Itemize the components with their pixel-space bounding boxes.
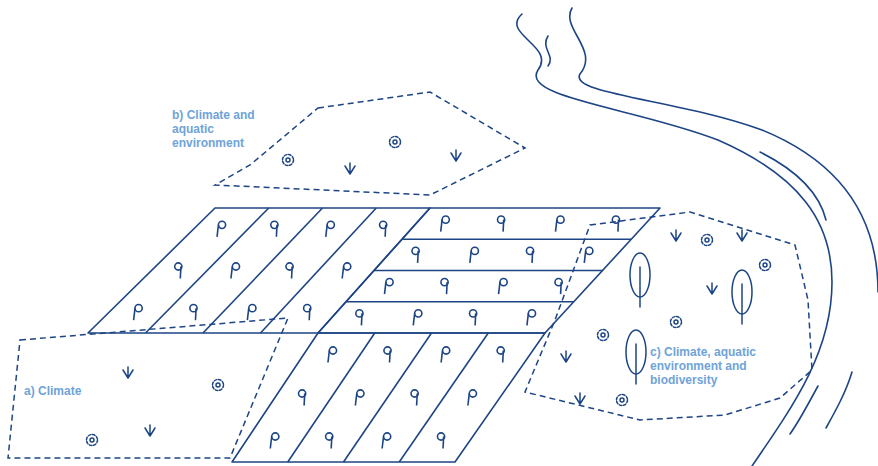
region-border [525, 212, 812, 420]
crop-sprout [612, 216, 619, 232]
grass-symbol [707, 283, 717, 294]
crop-sprout [190, 305, 197, 321]
field-strip [344, 333, 432, 462]
crop-sprout [413, 310, 422, 326]
river-ripple [826, 372, 852, 428]
dashed-region: b) Climate and aquatic environment [168, 86, 530, 200]
region-border [8, 318, 288, 458]
crop-sprout [527, 310, 536, 326]
crop-sprout [441, 347, 450, 363]
crop-sprout [584, 247, 593, 263]
field-strip [399, 333, 488, 462]
crop-sprout [498, 216, 505, 232]
crop-sprout [385, 279, 394, 295]
grass-symbol [671, 230, 681, 241]
field-strip [261, 208, 377, 333]
field-strip [346, 301, 574, 303]
crop-sprout [175, 263, 182, 279]
river-ripple [546, 36, 551, 66]
crop-sprout [441, 279, 448, 295]
crop-sprout [555, 279, 562, 295]
flower-symbol [617, 395, 628, 406]
crop-sprout [437, 433, 444, 449]
crop-sprout [468, 390, 477, 406]
crop-sprout [411, 390, 418, 406]
crop-sprout [526, 247, 533, 263]
crop-sprout [134, 305, 143, 321]
grass-symbol [145, 425, 155, 436]
field-strip [402, 238, 631, 240]
flower-symbol [760, 260, 771, 271]
crop-sprout [355, 390, 364, 406]
crop-sprout [286, 263, 293, 279]
region-label: b) Climate and aquatic environment [172, 108, 282, 150]
field-strip [374, 270, 603, 272]
grass-symbol [123, 367, 133, 378]
crop-sprout [556, 216, 565, 232]
flower-symbol [671, 317, 682, 328]
crop-sprout [270, 433, 279, 449]
flower-symbol [702, 235, 713, 246]
crop-sprout [356, 310, 363, 326]
tree-symbol [630, 253, 650, 307]
grass-symbol [561, 351, 571, 362]
field-strip [203, 208, 323, 333]
field-strip [146, 208, 269, 333]
region-outline [518, 205, 818, 427]
region-border [215, 92, 525, 195]
grass-symbol [575, 393, 585, 404]
crop-sprout [470, 247, 479, 263]
crop-sprout [247, 305, 256, 321]
flower-symbol [390, 137, 401, 148]
tree-symbol [626, 330, 646, 384]
crop-sprout [326, 433, 333, 449]
tree-symbol [732, 270, 752, 324]
field-block [318, 208, 660, 333]
flower-symbol [283, 155, 294, 166]
crop-sprout [304, 305, 311, 321]
crop-sprout [441, 216, 450, 232]
grass-symbol [737, 230, 747, 241]
crop-sprout [299, 390, 306, 406]
crop-sprout [380, 221, 387, 237]
crop-sprout [384, 347, 391, 363]
dashed-region: a) Climate [4, 312, 294, 464]
crop-sprout [217, 221, 226, 237]
crop-sprout [271, 221, 278, 237]
flower-symbol [213, 380, 224, 391]
field-strip [288, 333, 375, 462]
crop-sprout [499, 279, 508, 295]
field-block [232, 333, 545, 462]
river-bank [570, 8, 878, 292]
river-ripple [760, 152, 826, 220]
crop-sprout [342, 263, 351, 279]
dashed-region: c) Climate, aquatic environment and biod… [518, 205, 818, 427]
flower-symbol [598, 330, 609, 341]
region-label: c) Climate, aquatic environment and biod… [650, 345, 792, 387]
crop-sprout [231, 263, 240, 279]
river-ripple [790, 386, 818, 434]
region-label: a) Climate [24, 384, 114, 398]
grass-symbol [345, 163, 355, 174]
crop-sprout [497, 347, 504, 363]
crop-sprout [470, 310, 477, 326]
flower-symbol [87, 435, 98, 446]
crop-sprout [326, 221, 335, 237]
grass-symbol [451, 150, 461, 161]
crop-sprout [412, 247, 419, 263]
crop-sprout [328, 347, 337, 363]
crop-sprout [382, 433, 391, 449]
